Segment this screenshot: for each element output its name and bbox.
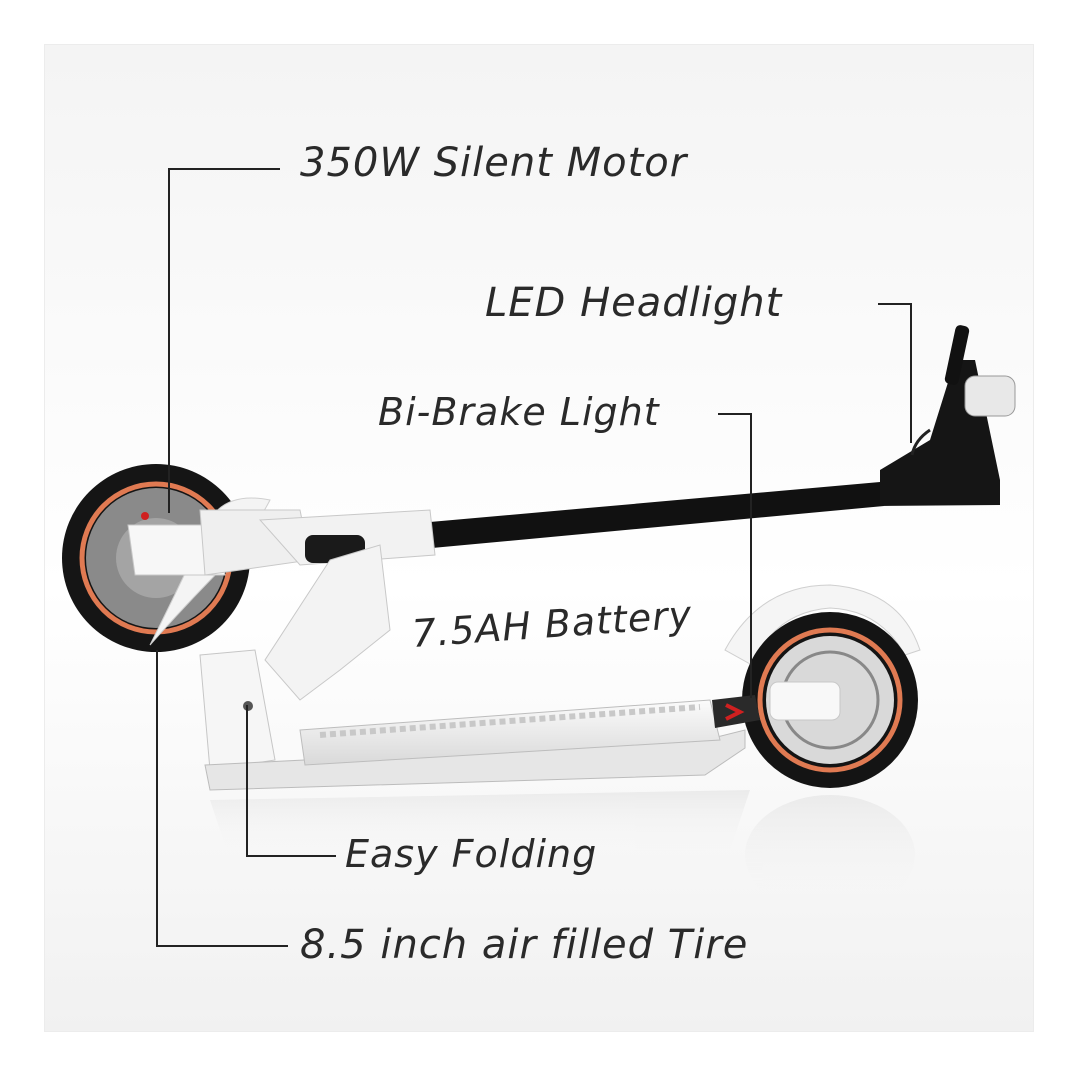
headlight-leader-vertical <box>910 303 912 443</box>
brake-leader-vertical <box>750 413 752 698</box>
motor-callout: 350W Silent Motor <box>300 140 688 186</box>
tail-light <box>712 695 760 728</box>
folding-leader-horizontal <box>246 855 336 857</box>
headlight-callout: LED Headlight <box>485 280 783 326</box>
tire-callout: 8.5 inch air filled Tire <box>300 922 749 968</box>
rear-wheel <box>742 612 918 788</box>
folding-callout: Easy Folding <box>345 832 598 876</box>
tire-leader-vertical <box>156 650 158 947</box>
brake-light-callout: Bi-Brake Light <box>378 390 660 434</box>
headlight-leader-horizontal <box>878 303 912 305</box>
floor-reflection <box>210 790 915 915</box>
motor-leader-vertical <box>168 168 170 513</box>
folding-leader-vertical <box>246 705 248 857</box>
steering-stem <box>430 325 1016 548</box>
folding-joint <box>199 509 436 771</box>
deck <box>204 699 746 791</box>
motor-leader-horizontal <box>168 168 280 170</box>
rear-fender <box>724 584 921 666</box>
brake-leader-horizontal <box>718 413 752 415</box>
tire-leader-horizontal <box>156 945 288 947</box>
